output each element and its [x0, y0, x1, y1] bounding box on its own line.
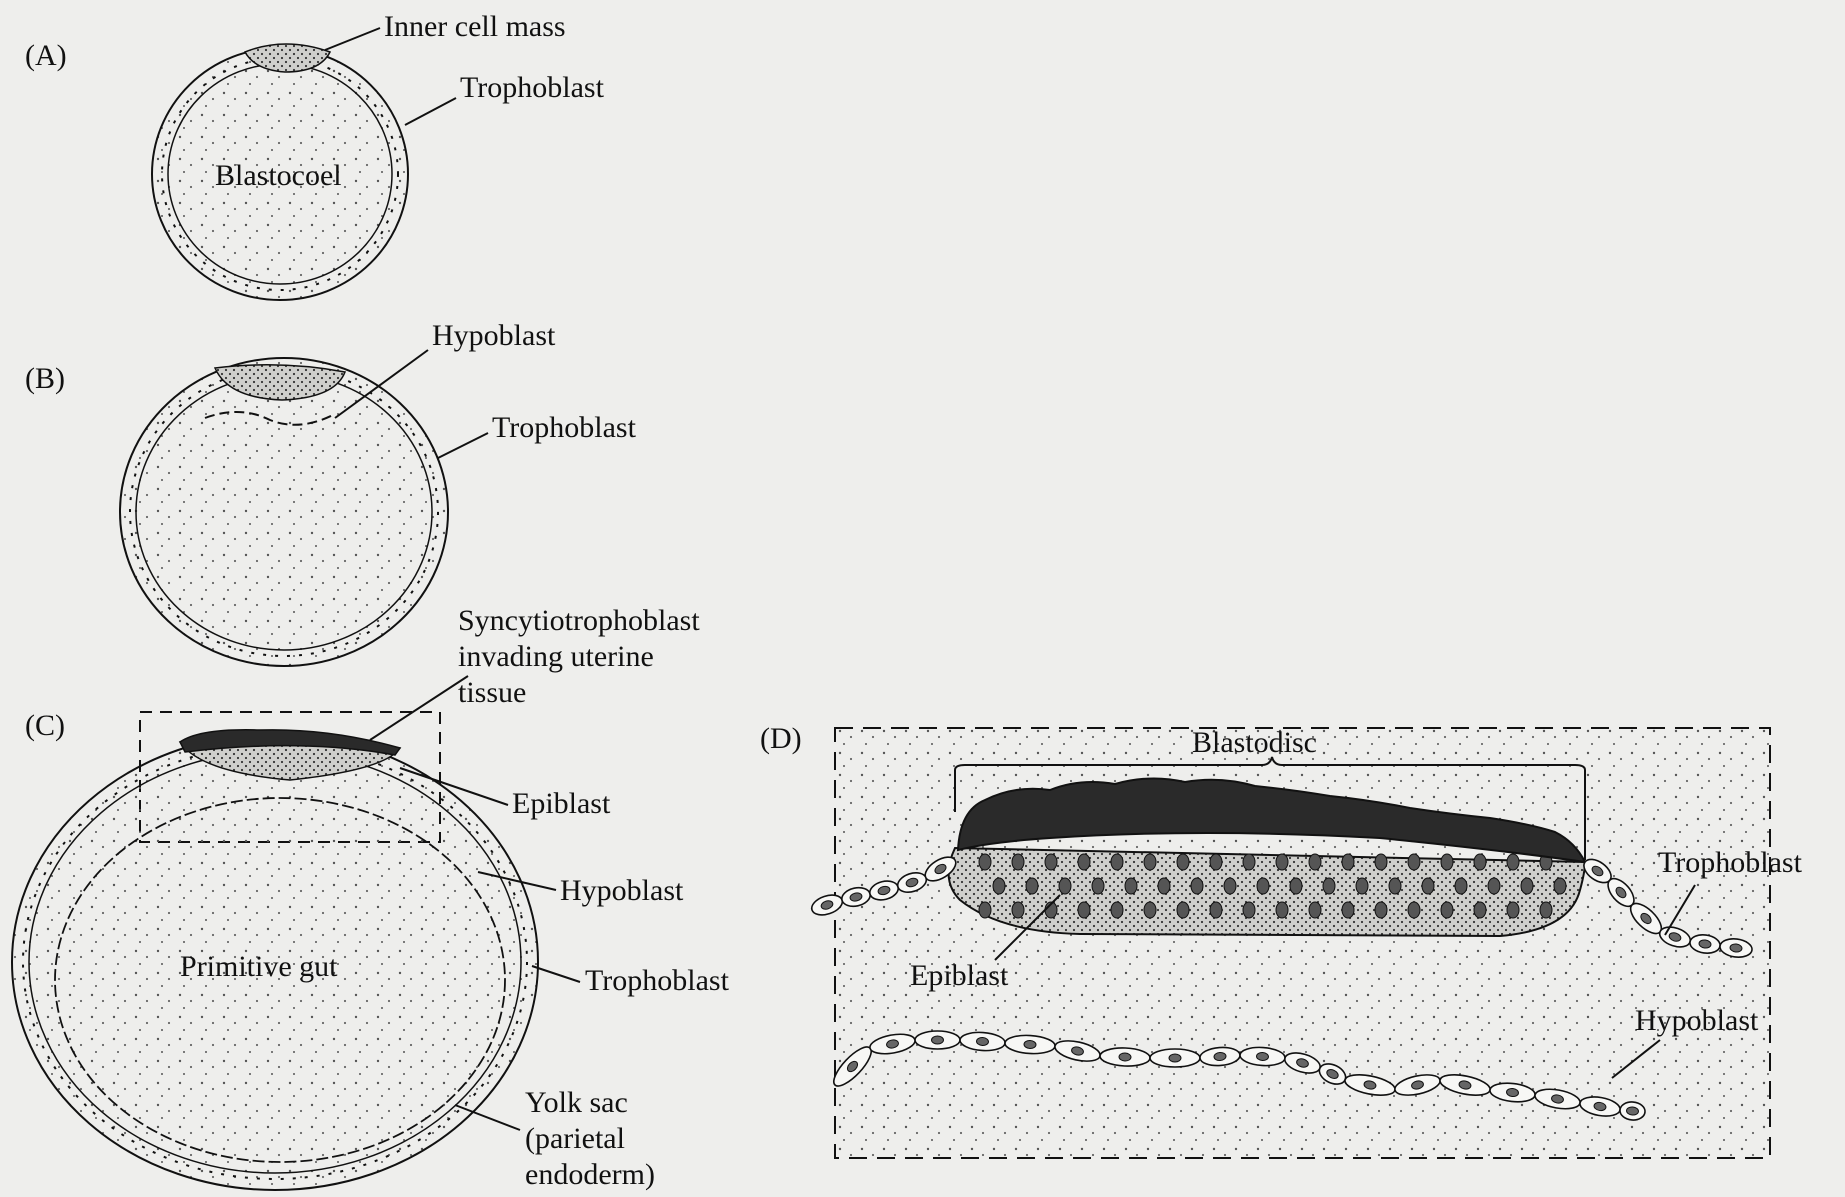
epiblast-nucleus: [1144, 854, 1156, 870]
epiblast-nucleus: [1243, 854, 1255, 870]
panel-d-label-trophoblast: Trophoblast: [1658, 846, 1803, 879]
epiblast-nucleus: [1059, 878, 1071, 894]
epiblast-nucleus: [1191, 878, 1203, 894]
epiblast-nucleus: [1554, 878, 1566, 894]
epiblast-nucleus: [1210, 854, 1222, 870]
epiblast-nucleus: [1276, 854, 1288, 870]
epiblast-nucleus: [1177, 902, 1189, 918]
epiblast-nucleus: [1012, 854, 1024, 870]
panel-c-label-trophoblast: Trophoblast: [585, 964, 730, 997]
panel-a: (A) Inner cell mass Trophoblast Blastoco…: [25, 10, 605, 300]
panel-c-label-syncytio-1: Syncytiotrophoblast: [458, 604, 700, 637]
panel-a-leader-icm: [325, 28, 380, 50]
epiblast-nucleus: [1375, 854, 1387, 870]
epiblast-nucleus: [1078, 854, 1090, 870]
panel-c-leader-syncytio: [370, 676, 468, 740]
epiblast-nucleus: [1455, 878, 1467, 894]
hypoblast-nucleus: [976, 1037, 989, 1046]
panel-d: (D) Blastodisc Trophoblast Epiblast Hypo…: [760, 722, 1803, 1158]
panel-a-leader-trophoblast: [405, 98, 456, 125]
epiblast-nucleus: [1111, 902, 1123, 918]
epiblast-nucleus: [1408, 854, 1420, 870]
panel-d-label-blastodisc: Blastodisc: [1192, 726, 1317, 759]
epiblast-nucleus: [1356, 878, 1368, 894]
panel-a-label-inner-cell-mass: Inner cell mass: [384, 10, 566, 43]
panel-c-label-syncytio-3: tissue: [458, 676, 526, 709]
epiblast-nucleus: [1521, 878, 1533, 894]
panel-c-label-primitive-gut: Primitive gut: [180, 950, 338, 983]
panel-d-label-epiblast: Epiblast: [910, 959, 1009, 992]
panel-b-leader-trophoblast: [438, 433, 488, 458]
epiblast-nucleus: [1177, 854, 1189, 870]
epiblast-nucleus: [1507, 902, 1519, 918]
hypoblast-nucleus: [1256, 1052, 1269, 1061]
panel-c-leader-trophoblast: [532, 966, 580, 982]
epiblast-nucleus: [1012, 902, 1024, 918]
panel-c-label-yolk-3: endoderm): [525, 1158, 655, 1191]
epiblast-nucleus: [979, 854, 991, 870]
hypoblast-nucleus: [1024, 1040, 1036, 1049]
panel-b-blastocyst-outer: [120, 358, 448, 666]
epiblast-nucleus: [1488, 878, 1500, 894]
panel-a-label-trophoblast: Trophoblast: [460, 71, 605, 104]
hypoblast-nucleus: [1214, 1052, 1227, 1061]
panel-a-label-blastocoel: Blastocoel: [215, 159, 342, 192]
epiblast-nucleus: [1408, 902, 1420, 918]
epiblast-nucleus: [1375, 902, 1387, 918]
epiblast-nucleus: [1441, 902, 1453, 918]
epiblast-nucleus: [1276, 902, 1288, 918]
epiblast-nucleus: [1092, 878, 1104, 894]
epiblast-nucleus: [1309, 902, 1321, 918]
epiblast-nucleus: [993, 878, 1005, 894]
epiblast-nucleus: [1309, 854, 1321, 870]
epiblast-nucleus: [1144, 902, 1156, 918]
epiblast-nucleus: [1045, 854, 1057, 870]
epiblast-nucleus: [1257, 878, 1269, 894]
hypoblast-nucleus: [932, 1036, 944, 1044]
epiblast-nucleus: [1441, 854, 1453, 870]
epiblast-nucleus: [1026, 878, 1038, 894]
epiblast-nucleus: [1125, 878, 1137, 894]
epiblast-nucleus: [1474, 854, 1486, 870]
epiblast-nucleus: [1111, 854, 1123, 870]
epiblast-nucleus: [1158, 878, 1170, 894]
panel-c-label-hypoblast: Hypoblast: [560, 874, 684, 907]
hypoblast-nucleus: [1119, 1053, 1131, 1061]
epiblast-nucleus: [1422, 878, 1434, 894]
epiblast-nucleus: [1342, 854, 1354, 870]
epiblast-nucleus: [979, 902, 991, 918]
panel-a-tag: (A): [25, 39, 67, 72]
epiblast-nucleus: [1224, 878, 1236, 894]
epiblast-nucleus: [1078, 902, 1090, 918]
panel-c-label-syncytio-2: invading uterine: [458, 640, 654, 673]
panel-c: (C) Syncytiotrophoblast invading uterine…: [12, 604, 730, 1191]
epiblast-nucleus: [1507, 854, 1519, 870]
panel-b-label-trophoblast: Trophoblast: [492, 411, 637, 444]
epiblast-nucleus: [1243, 902, 1255, 918]
epiblast-nucleus: [1474, 902, 1486, 918]
panel-c-label-epiblast: Epiblast: [512, 787, 611, 820]
panel-d-label-hypoblast: Hypoblast: [1635, 1004, 1759, 1037]
epiblast-nucleus: [1342, 902, 1354, 918]
panel-d-tag: (D): [760, 722, 802, 755]
panel-b-tag: (B): [25, 362, 65, 395]
hypoblast-nucleus: [1169, 1054, 1181, 1062]
panel-c-tag: (C): [25, 709, 65, 742]
panel-b-label-hypoblast: Hypoblast: [432, 319, 556, 352]
panel-c-label-yolk-2: (parietal: [525, 1122, 625, 1155]
hypoblast-nucleus: [1626, 1107, 1639, 1116]
epiblast-nucleus: [1210, 902, 1222, 918]
epiblast-nucleus: [1540, 902, 1552, 918]
epiblast-nucleus: [1323, 878, 1335, 894]
epiblast-nucleus: [1290, 878, 1302, 894]
epiblast-nucleus: [1389, 878, 1401, 894]
panel-c-label-yolk-1: Yolk sac: [525, 1086, 628, 1119]
